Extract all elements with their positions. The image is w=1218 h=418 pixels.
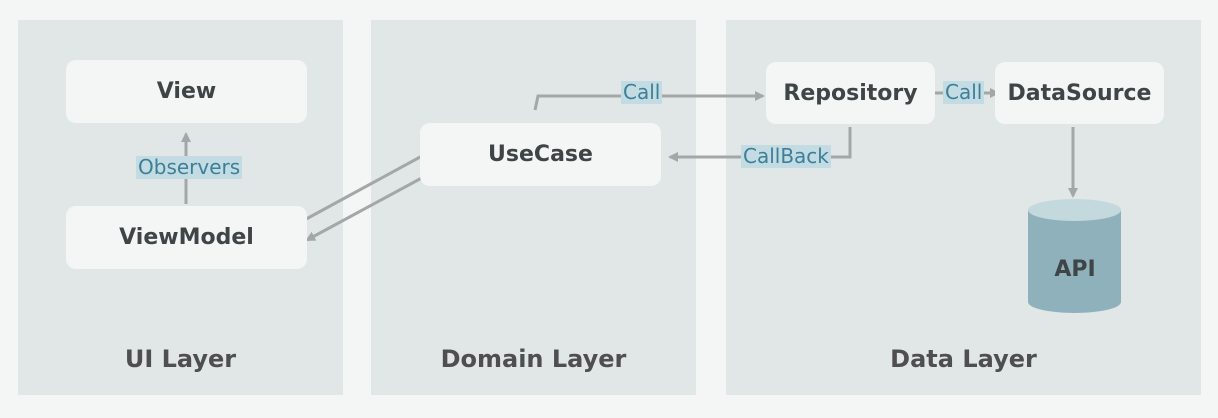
api-database-icon [1028, 199, 1121, 313]
call-repository-datasource-label: Call [943, 80, 985, 104]
usecase-node: UseCase [420, 123, 661, 186]
call-usecase-repository-label: Call [621, 80, 663, 104]
api-label: API [1054, 257, 1096, 282]
callback-arrow [668, 127, 852, 162]
callback-label: CallBack [741, 144, 831, 168]
view-node: View [66, 60, 307, 123]
ui-layer-title: UI Layer [124, 345, 237, 373]
usecase-to-viewmodel-arrow [305, 165, 443, 242]
usecase-to-repository-arrow [533, 91, 765, 111]
viewmodel-to-usecase-arrow [296, 148, 435, 226]
datasource-node: DataSource [995, 62, 1164, 124]
domain-layer-title: Domain Layer [440, 345, 627, 373]
data-layer-title: Data Layer [890, 345, 1037, 373]
viewmodel-node: ViewModel [66, 206, 307, 269]
observers-label: Observers [136, 155, 243, 179]
repository-node: Repository [766, 62, 935, 124]
